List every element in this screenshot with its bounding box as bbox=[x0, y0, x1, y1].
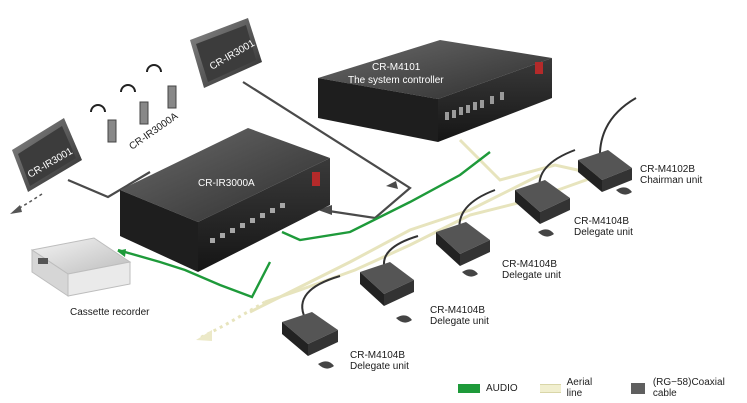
legend-aerial: Aerial line bbox=[539, 377, 609, 399]
mic-unit-delegate-3: CR-M4104B Delegate unit bbox=[360, 235, 489, 327]
controller-side bbox=[318, 78, 438, 142]
receiver-1 bbox=[90, 104, 117, 143]
aerial-line-lower bbox=[249, 173, 541, 314]
controller-role: The system controller bbox=[348, 75, 444, 86]
delegate-1-model: CR-M4104B bbox=[574, 216, 629, 227]
legend-audio-swatch bbox=[458, 383, 480, 393]
ir-power-switch[interactable] bbox=[312, 172, 320, 186]
mic-unit-chairman: CR-M4102B Chairman unit bbox=[578, 97, 702, 195]
receiver-2 bbox=[120, 84, 149, 125]
legend-audio-label: AUDIO bbox=[486, 382, 518, 394]
delegate-3-role: Delegate unit bbox=[430, 316, 489, 327]
system-controller[interactable]: CR-M4101 The system controller bbox=[318, 40, 552, 142]
coax-cables bbox=[67, 81, 412, 220]
controller-model: CR-M4101 bbox=[372, 62, 421, 73]
delegate-4-model: CR-M4104B bbox=[350, 350, 405, 361]
ir-radiator-top: CR-IR3001 bbox=[190, 18, 262, 88]
ir-transmitter-model: CR-IR3000A bbox=[198, 178, 255, 189]
mic-unit-delegate-2: CR-M4104B Delegate unit bbox=[436, 189, 561, 281]
ir-receivers: CR-IR3000A bbox=[90, 64, 180, 153]
audio-cable-recorder bbox=[117, 248, 272, 299]
cassette-recorder: Cassette recorder bbox=[30, 237, 150, 318]
chairman-role: Chairman unit bbox=[640, 175, 702, 186]
coax-cable-top bbox=[242, 81, 412, 220]
audio-arrow bbox=[117, 249, 126, 257]
delegate-2-role: Delegate unit bbox=[502, 270, 561, 281]
audio-cables bbox=[117, 151, 491, 299]
radiator-left-arrow bbox=[10, 205, 22, 214]
delegate-4-role: Delegate unit bbox=[350, 361, 409, 372]
legend-coax: (RG−58)Coaxial cable bbox=[630, 377, 747, 399]
receivers-label: CR-IR3000A bbox=[127, 111, 180, 153]
legend-aerial-label: Aerial line bbox=[566, 377, 593, 399]
chairman-model: CR-M4102B bbox=[640, 164, 695, 175]
mic-unit-delegate-1: CR-M4104B Delegate unit bbox=[515, 149, 633, 238]
ir-transmitter-top bbox=[120, 128, 330, 222]
ir-transmitter-side bbox=[120, 190, 198, 272]
legend: AUDIO Aerial line (RG−58)Coaxial cable bbox=[458, 377, 747, 399]
delegate-1-role: Delegate unit bbox=[574, 227, 633, 238]
coax-arrow-2 bbox=[386, 181, 398, 189]
receiver-3 bbox=[146, 64, 177, 109]
controller-front bbox=[438, 58, 552, 142]
aerial-line-end-arrow bbox=[196, 330, 212, 341]
delegate-2-model: CR-M4104B bbox=[502, 259, 557, 270]
delegate-3-model: CR-M4104B bbox=[430, 305, 485, 316]
audio-cable-controller-to-ir bbox=[281, 151, 491, 242]
ir-radiator-left: CR-IR3001 bbox=[12, 118, 82, 192]
controller-top bbox=[318, 40, 552, 99]
legend-aerial-swatch bbox=[539, 383, 561, 393]
recorder-label: Cassette recorder bbox=[70, 307, 150, 318]
legend-audio: AUDIO bbox=[458, 383, 518, 394]
controller-power-switch[interactable] bbox=[535, 62, 543, 74]
mic-unit-delegate-4: CR-M4104B Delegate unit bbox=[282, 275, 409, 372]
ir-transmitter[interactable]: CR-IR3000A bbox=[120, 128, 330, 272]
coax-arrow bbox=[318, 205, 332, 215]
legend-coax-label: (RG−58)Coaxial cable bbox=[652, 377, 725, 399]
legend-coax-swatch bbox=[630, 382, 645, 394]
coax-cable-left bbox=[67, 171, 151, 199]
